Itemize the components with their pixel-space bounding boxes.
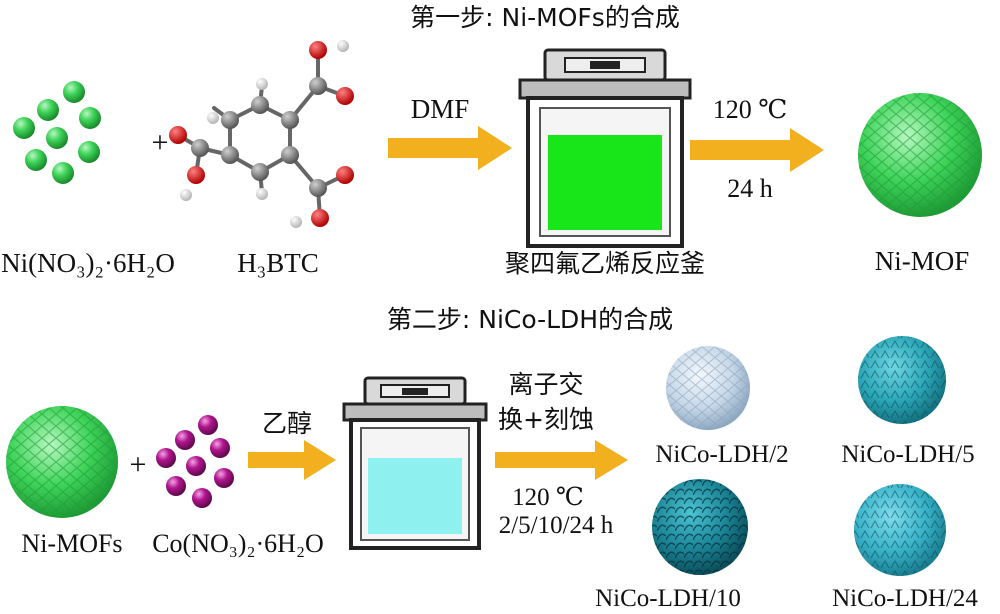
ni-ion (46, 127, 68, 149)
solvent-ethanol-label: 乙醇 (262, 409, 312, 438)
co-ion-cluster (156, 415, 234, 508)
ethanol-solution (368, 458, 462, 534)
product-label-ldh24: NiCo-LDH/24 (832, 585, 978, 612)
ni-ion (13, 117, 35, 139)
process-line1: 离子交 (508, 370, 583, 399)
arrow-dmf (388, 126, 512, 170)
co-ion (166, 476, 186, 496)
reagent-ni-label: Ni(NO₃)₂·6H₂O (1, 248, 175, 278)
plus-sign-2: + (130, 448, 147, 481)
arrow-ethanol (248, 440, 336, 480)
solvent-dmf-label: DMF (411, 94, 470, 124)
co-ion (175, 430, 195, 450)
nico-ldh-2-sphere (666, 346, 750, 430)
ni-ion (37, 99, 59, 121)
process-line2: 换+刻蚀 (498, 405, 594, 434)
reagent-btc-label: H₃BTC (237, 248, 318, 278)
nico-ldh-10-sphere (652, 479, 748, 575)
ni-ion (25, 149, 47, 171)
step1-title: 第一步: Ni-MOFs的合成 (410, 3, 680, 32)
ni-ion-cluster (13, 81, 101, 184)
reactor-label: 聚四氟乙烯反应釜 (505, 249, 705, 278)
product-label-ldh10: NiCo-LDH/10 (595, 585, 741, 612)
ni-ion (78, 141, 100, 163)
step2-temperature: 120 ℃ (512, 484, 584, 511)
co-ion (156, 448, 176, 468)
h3btc-atoms (169, 40, 354, 228)
co-ion (214, 468, 234, 488)
nico-ldh-24-sphere (854, 484, 946, 576)
reagent-co-label: Co(NO₃)₂·6H₂O (152, 529, 324, 558)
plus-sign: + (152, 126, 169, 159)
ni-ion (63, 81, 85, 103)
ptfe-reactor-1 (518, 48, 692, 248)
co-ion (198, 415, 218, 435)
step1-temperature: 120 ℃ (713, 95, 788, 124)
co-ion (192, 488, 212, 508)
arrow-ion-exchange (495, 440, 628, 480)
dmf-solution (548, 135, 662, 230)
ni-ion (52, 162, 74, 184)
arrow-solvothermal (690, 128, 824, 172)
step2-times: 2/5/10/24 h (499, 512, 614, 539)
ni-ion (79, 107, 101, 129)
step2-title: 第二步: NiCo-LDH的合成 (387, 305, 673, 334)
ni-mof-sphere (858, 93, 982, 217)
product-label-ldh2: NiCo-LDH/2 (655, 441, 788, 468)
reagent-mof-label: Ni-MOFs (21, 529, 122, 558)
product-ni-mof-label: Ni-MOF (875, 246, 970, 276)
ni-mofs-sphere (6, 406, 118, 518)
co-ion (186, 456, 206, 476)
ptfe-reactor-2 (342, 376, 488, 550)
step1-time: 24 h (727, 174, 773, 203)
nico-ldh-5-sphere (858, 336, 946, 424)
product-label-ldh5: NiCo-LDH/5 (841, 441, 974, 468)
co-ion (210, 438, 230, 458)
